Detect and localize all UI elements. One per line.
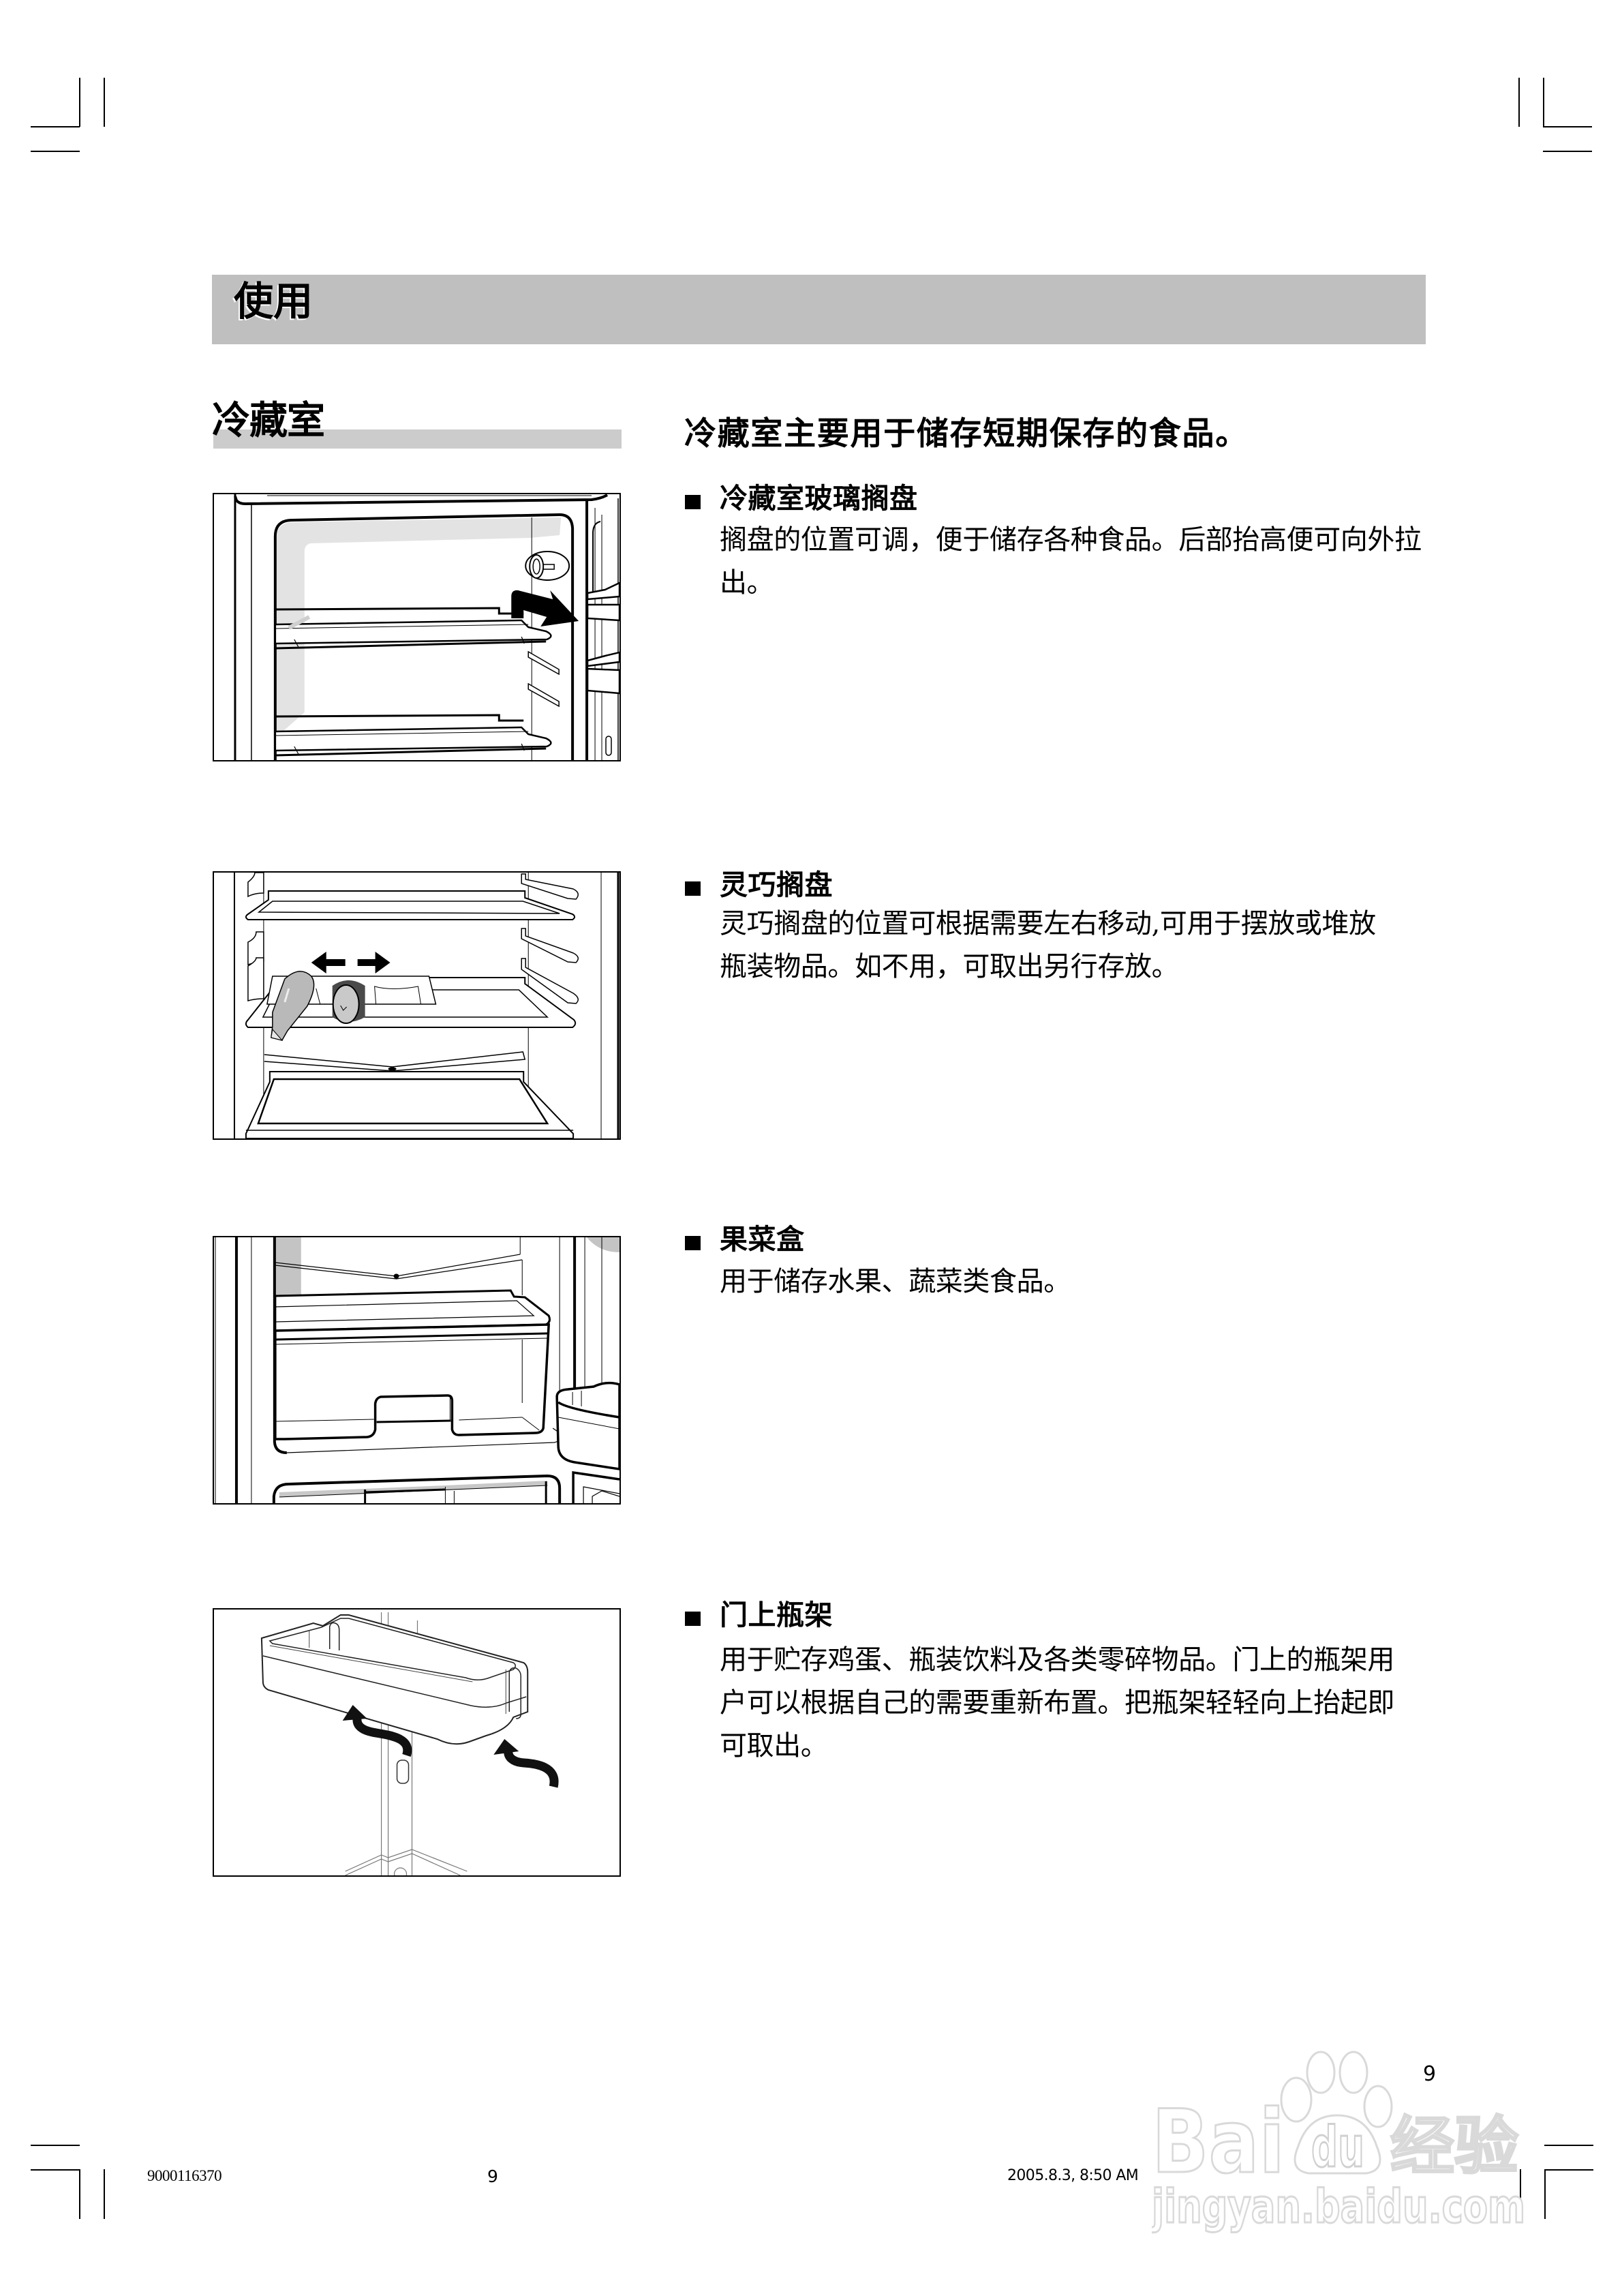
crop-mark-line	[1543, 151, 1592, 152]
watermark-logo-paw-text: du	[1311, 2115, 1364, 2180]
page-title: 使用	[234, 278, 313, 324]
crop-mark-line	[1520, 2169, 1521, 2219]
feature-item-door-shelf: 门上瓶架 用于贮存鸡蛋、瓶装饮料及各类零碎物品。门上的瓶架用 户可以根据自己的需…	[0, 1601, 1622, 1881]
square-bullet-icon	[685, 1612, 701, 1626]
description-line: 搁盘的位置可调，便于储存各种食品。后部抬高便可向外拉	[720, 524, 1422, 556]
crop-mark-line	[1518, 78, 1520, 127]
square-bullet-icon	[685, 495, 701, 509]
watermark-logo-suffix: 经验	[1390, 2110, 1518, 2183]
footer-timestamp: 2005.8.3, 8:50 AM	[1007, 2167, 1139, 2184]
feature-heading: 果菜盒	[720, 1223, 805, 1256]
feature-heading: 灵巧搁盘	[720, 868, 833, 901]
subsection-title: 冷藏室	[212, 399, 325, 443]
feature-item-glass-shelf: 冷藏室玻璃搁盘 搁盘的位置可调，便于储存各种食品。后部抬高便可向外拉 出。	[0, 485, 1622, 766]
description-line: 用于储存水果、蔬菜类食品。	[720, 1266, 1071, 1297]
baidu-paw-logo-icon: Bai du 经验 jingyan.baidu.com	[1149, 2051, 1527, 2235]
crop-mark-line	[31, 2169, 80, 2171]
glass-shelf-pull-out-illustration	[213, 493, 621, 761]
description-line: 户可以根据自己的需要重新布置。把瓶架轻轻向上抬起即	[720, 1687, 1394, 1719]
subsection-intro: 冷藏室主要用于储存短期保存的食品。	[684, 415, 1249, 453]
crop-mark-line	[31, 126, 80, 127]
description-line: 瓶装物品。如不用，可取出另行存放。	[720, 951, 1179, 982]
feature-heading: 门上瓶架	[720, 1599, 833, 1631]
door-shelf-lift-icon	[260, 1612, 559, 1875]
crop-mark-line	[104, 78, 105, 127]
square-bullet-icon	[685, 881, 701, 896]
sliding-bottle-rack-illustration	[213, 871, 621, 1140]
crisper-drawer-icon	[215, 1237, 619, 1503]
sliding-bottle-rack-icon	[233, 873, 619, 1138]
crop-mark-line	[79, 78, 80, 127]
feature-description: 灵巧搁盘的位置可根据需要左右移动,可用于摆放或堆放 瓶装物品。如不用，可取出另行…	[720, 903, 1376, 988]
crop-mark-line	[31, 151, 80, 152]
feature-description: 搁盘的位置可调，便于储存各种食品。后部抬高便可向外拉 出。	[720, 519, 1422, 605]
page-number: 9	[1423, 2062, 1437, 2086]
section-header-bar: 使用	[212, 275, 1426, 344]
feature-item-flexible-shelf: 灵巧搁盘 灵巧搁盘的位置可根据需要左右移动,可用于摆放或堆放 瓶装物品。如不用，…	[0, 871, 1622, 1144]
crop-mark-line	[31, 2145, 80, 2146]
crop-mark-line	[1544, 2169, 1546, 2219]
glass-shelf-pull-out-icon	[234, 494, 619, 760]
crop-mark-line	[79, 2169, 80, 2219]
crop-mark-line	[1544, 2169, 1593, 2171]
watermark-logo-text: Bai	[1152, 2091, 1285, 2193]
square-bullet-icon	[685, 1236, 701, 1250]
crop-mark-line	[1543, 78, 1544, 127]
watermark-url: jingyan.baidu.com	[1152, 2180, 1525, 2234]
footer-page-number: 9	[487, 2166, 498, 2186]
feature-description: 用于储存水果、蔬菜类食品。	[720, 1260, 1071, 1303]
feature-description: 用于贮存鸡蛋、瓶装饮料及各类零碎物品。门上的瓶架用 户可以根据自己的需要重新布置…	[720, 1639, 1394, 1768]
door-shelf-lift-illustration	[213, 1608, 621, 1877]
subsection-title-underline-bar	[213, 429, 622, 449]
footer-document-id: 9000116370	[147, 2167, 222, 2184]
description-line: 灵巧搁盘的位置可根据需要左右移动,可用于摆放或堆放	[720, 908, 1376, 939]
baidu-jingyan-watermark: Bai du 经验 jingyan.baidu.com	[1149, 2051, 1528, 2235]
crop-mark-line	[104, 2169, 105, 2219]
feature-item-crisper-drawer: 果菜盒 用于储存水果、蔬菜类食品。	[0, 1226, 1622, 1509]
description-line: 出。	[720, 567, 774, 599]
description-line: 用于贮存鸡蛋、瓶装饮料及各类零碎物品。门上的瓶架用	[720, 1644, 1394, 1676]
crop-mark-line	[1543, 126, 1592, 127]
feature-heading: 冷藏室玻璃搁盘	[720, 482, 918, 515]
crisper-drawer-illustration	[213, 1236, 621, 1505]
crop-mark-line	[1544, 2145, 1593, 2146]
description-line: 可取出。	[720, 1730, 828, 1762]
